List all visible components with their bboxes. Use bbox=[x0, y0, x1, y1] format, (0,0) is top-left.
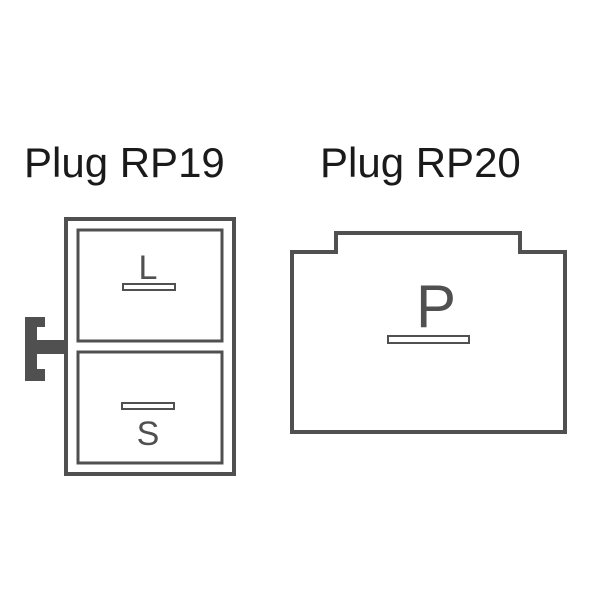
rp20-terminal-p-label: P bbox=[416, 273, 456, 340]
plug-rp19-title: Plug RP19 bbox=[24, 139, 225, 186]
rp19-latch bbox=[25, 317, 64, 381]
rp19-terminal-s-label: S bbox=[137, 415, 160, 453]
plug-rp20-title: Plug RP20 bbox=[320, 139, 521, 186]
rp19-cell-lower bbox=[76, 350, 224, 465]
rp19-cell-upper bbox=[76, 228, 224, 343]
plug-rp19: L S bbox=[25, 217, 236, 476]
rp19-terminal-l-blade bbox=[122, 283, 176, 291]
rp20-housing bbox=[290, 231, 567, 434]
plug-rp20: P bbox=[290, 231, 567, 434]
rp20-terminal-p-blade bbox=[387, 335, 470, 344]
rp19-housing bbox=[64, 217, 236, 476]
rp19-terminal-s-blade bbox=[121, 402, 175, 410]
rp19-terminal-l-label: L bbox=[139, 249, 158, 287]
